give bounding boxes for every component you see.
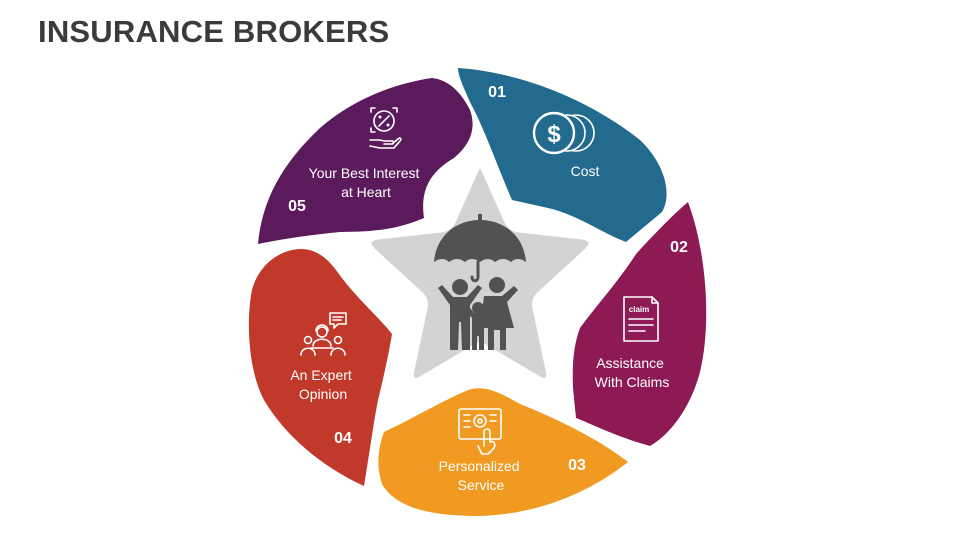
segment-claims-number: 02 [670, 239, 688, 256]
segment-personalized-shape [378, 388, 628, 516]
segment-claims-label: Assistance With Claims [595, 355, 670, 390]
dollar-coins-icon: $ [532, 111, 595, 155]
segment-expert-shape [248, 248, 392, 486]
percent-hand-icon [369, 107, 402, 149]
segment-cost-label: Cost [571, 163, 600, 179]
consultation-people-icon [300, 312, 347, 356]
segment-best-interest-number: 05 [288, 198, 306, 215]
segment-claims: 02 claim Assistance With Claims [572, 202, 707, 446]
slide-title: INSURANCE BROKERS [38, 14, 390, 49]
segment-personalized-number: 03 [568, 457, 586, 474]
segment-best-interest-shape [258, 78, 473, 244]
segment-best-interest-label: Your Best Interest at Heart [309, 165, 424, 200]
segment-expert: 04 An Expert Opinion [248, 248, 392, 486]
segment-cost-shape [458, 68, 667, 242]
segment-best-interest: 05 Your Best Interest at Heart [258, 78, 473, 244]
segment-personalized-label: Personalized Service [439, 458, 524, 493]
segment-claims-shape [572, 202, 707, 446]
claim-document-icon: claim [623, 296, 659, 342]
segment-personalized: 03 Personalized Service [378, 388, 628, 516]
svg-text:$: $ [547, 121, 561, 148]
segment-cost-number: 01 [488, 84, 506, 101]
segment-expert-label: An Expert Opinion [290, 367, 355, 402]
umbrella-family-icon [434, 214, 526, 350]
segment-cost: 01 $ Cost [458, 68, 667, 242]
segment-expert-number: 04 [334, 430, 352, 447]
svg-text:claim: claim [629, 305, 649, 314]
touch-screen-settings-icon [458, 408, 502, 455]
